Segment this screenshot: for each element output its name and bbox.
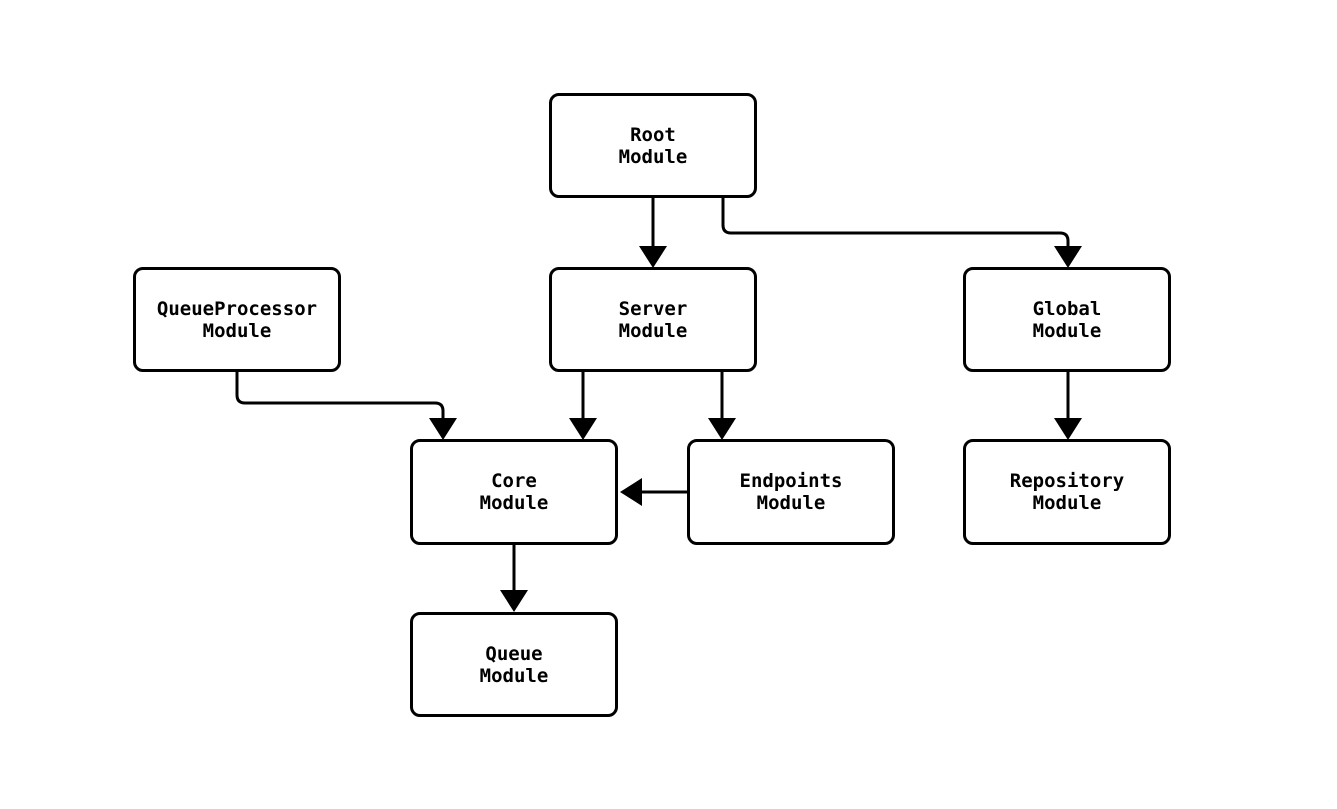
edge-root-to-server (639, 196, 667, 268)
node-label-line1: Repository (1009, 470, 1125, 492)
node-endpoints-module: Endpoints Module (687, 439, 895, 545)
node-core-module: Core Module (410, 439, 618, 545)
node-label-line2: Module (618, 145, 688, 168)
edge-core-to-queue (500, 543, 528, 612)
edge-line (235, 370, 445, 418)
node-label-line1: Root (630, 123, 676, 146)
node-queueprocessor-module: QueueProcessor Module (133, 267, 341, 372)
node-label-line1: QueueProcessor (156, 297, 318, 320)
node-label-line1: Server (618, 297, 688, 320)
arrowhead-down-icon (1054, 418, 1082, 440)
node-root-module: Root Module (549, 93, 757, 198)
node-label-line2: Module (1032, 492, 1102, 514)
node-label-line2: Module (1032, 319, 1102, 342)
edge-endpoints-to-core (620, 478, 689, 506)
node-label-line2: Module (618, 319, 688, 342)
edge-server-to-endpoints (708, 370, 736, 440)
arrowhead-down-icon (639, 246, 667, 268)
edge-queueprocessor-to-core (235, 370, 457, 440)
arrowhead-down-icon (429, 418, 457, 440)
edge-server-to-core (569, 370, 597, 440)
node-label-line2: Module (479, 664, 549, 687)
arrowhead-down-icon (500, 590, 528, 612)
node-label-line1: Global (1032, 297, 1102, 320)
node-label-line1: Core (491, 470, 537, 492)
arrowhead-left-icon (620, 478, 642, 506)
node-label-line2: Module (756, 492, 826, 514)
edge-root-to-global (721, 196, 1082, 268)
node-repository-module: Repository Module (963, 439, 1171, 545)
node-server-module: Server Module (549, 267, 757, 372)
edge-line (721, 196, 1070, 246)
arrowhead-down-icon (569, 418, 597, 440)
arrowhead-down-icon (1054, 246, 1082, 268)
node-label-line2: Module (479, 492, 549, 514)
edge-global-to-repository (1054, 370, 1082, 440)
node-label-line1: Queue (485, 642, 543, 665)
node-label-line2: Module (202, 319, 272, 342)
node-label-line1: Endpoints (739, 470, 843, 492)
node-queue-module: Queue Module (410, 612, 618, 717)
node-global-module: Global Module (963, 267, 1171, 372)
arrowhead-down-icon (708, 418, 736, 440)
